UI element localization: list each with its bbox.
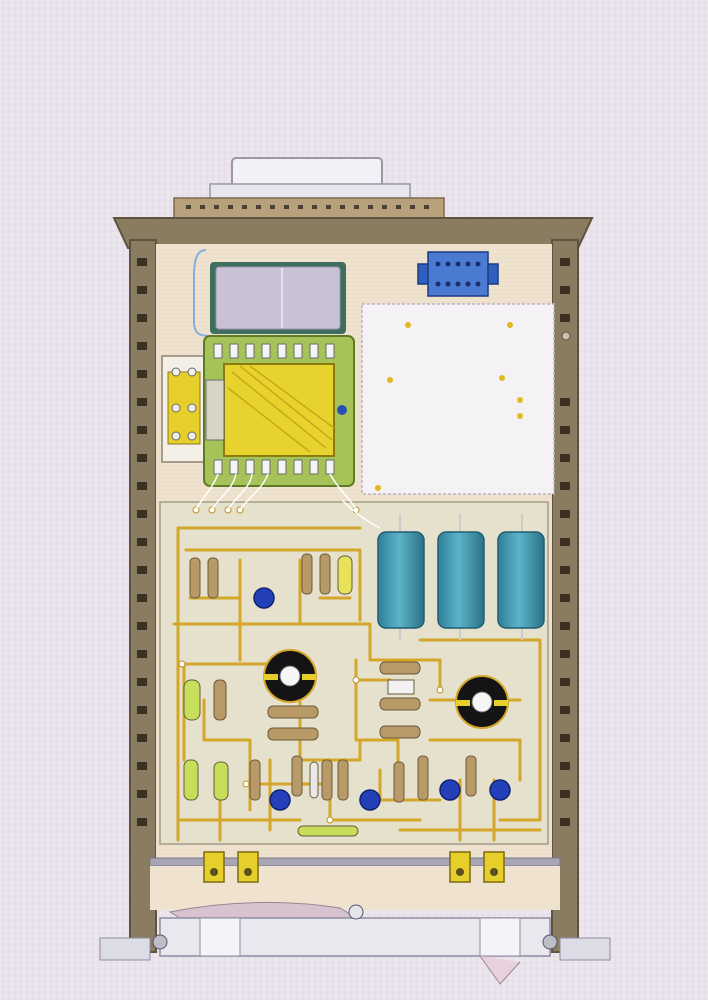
resistor-icon xyxy=(183,553,477,837)
potentiometer-icon xyxy=(263,649,509,729)
jack-icon xyxy=(203,851,505,883)
connector-icon xyxy=(417,251,499,297)
handle-icon xyxy=(99,902,611,985)
lead-wires xyxy=(195,473,381,529)
electrolytic-capacitor-icon xyxy=(377,514,545,640)
trimmer-capacitor-icon xyxy=(253,587,511,811)
shield-plate xyxy=(361,303,555,495)
terminal-strip xyxy=(161,355,207,463)
relay-icon xyxy=(193,249,346,337)
transformer-icon xyxy=(203,335,355,487)
top-connector-housing xyxy=(173,157,445,221)
